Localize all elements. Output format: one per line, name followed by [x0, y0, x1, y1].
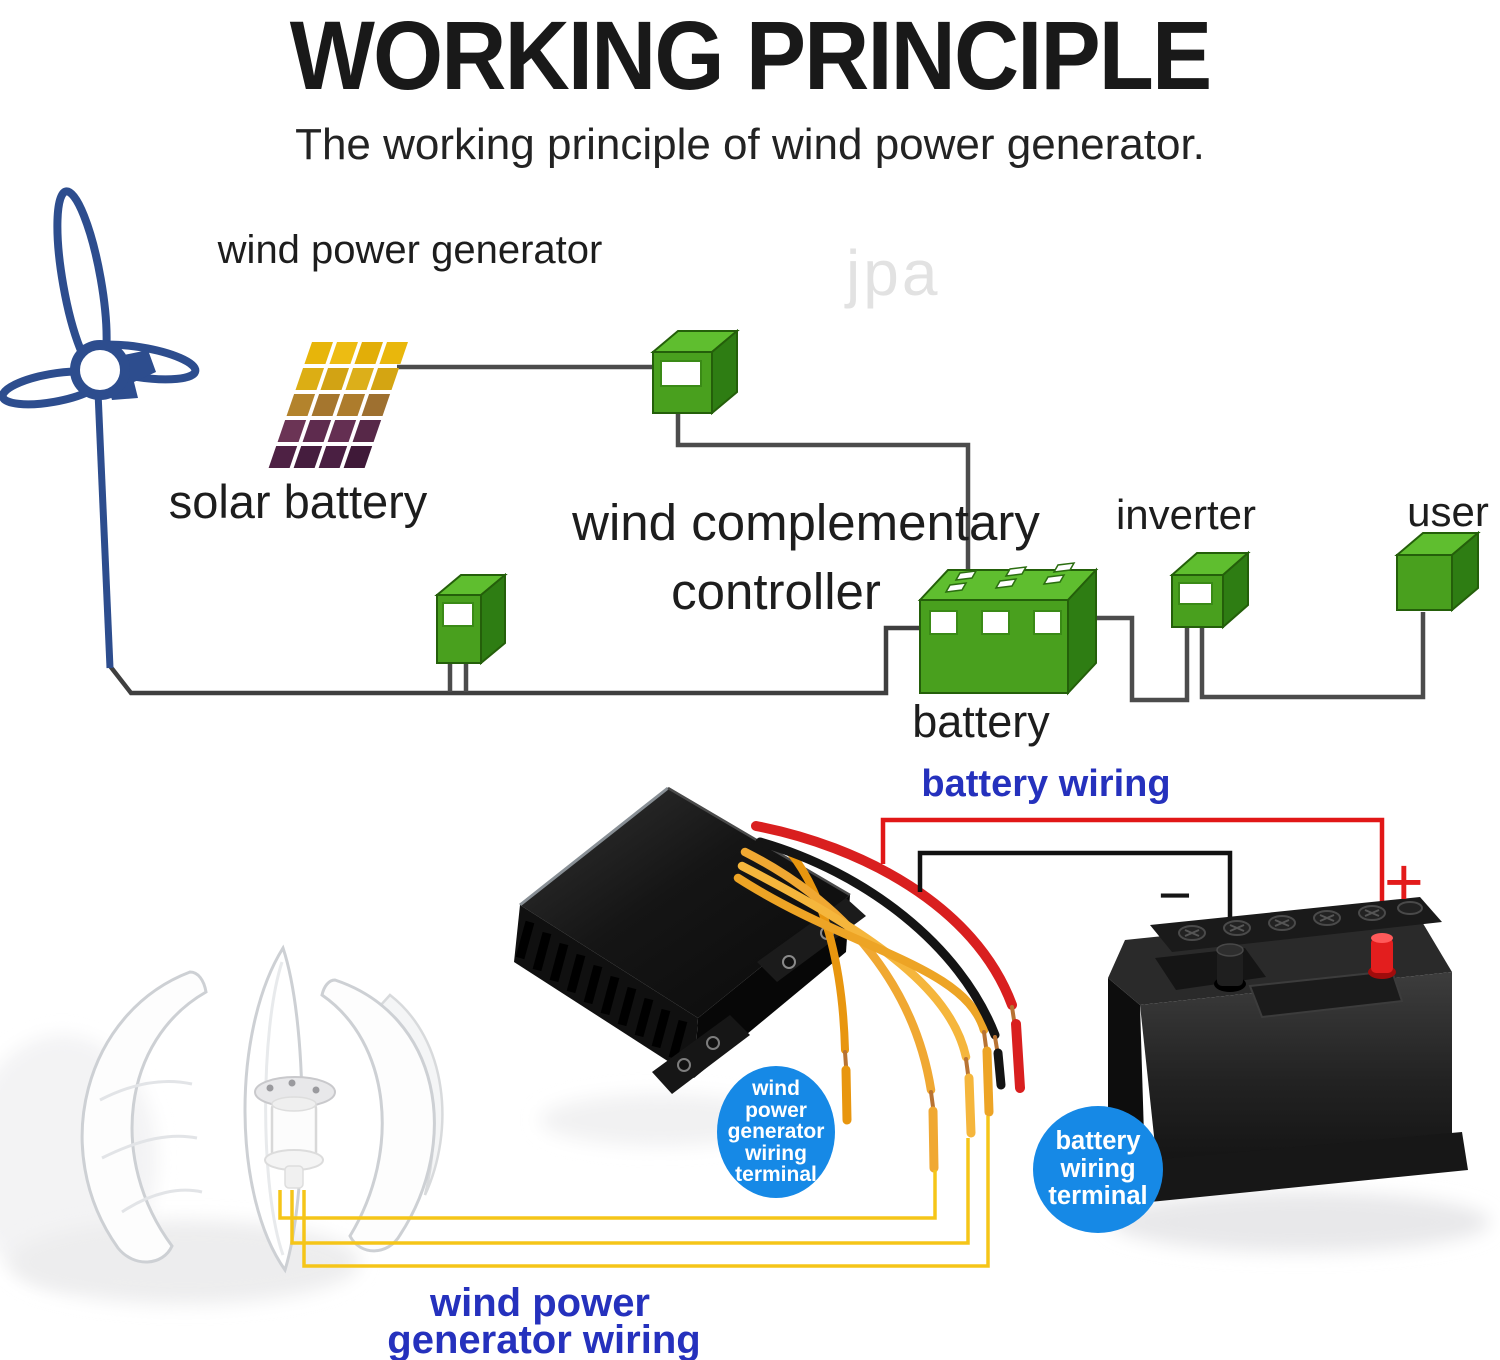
- solar-controller-box-icon: [650, 328, 740, 416]
- badge-line: wiring: [1060, 1154, 1136, 1183]
- wind-controller-box-icon: [434, 572, 508, 666]
- battery-caps: [1178, 901, 1423, 941]
- schematic-wires: [108, 364, 1426, 703]
- plus-symbol: +: [1384, 844, 1424, 920]
- badge-line: terminal: [735, 1163, 817, 1187]
- battery-wiring-label: battery wiring: [921, 763, 1171, 805]
- generator-wiring-lines: [278, 1116, 990, 1268]
- battery-wiring-terminal-badge: battery wiring terminal: [1033, 1106, 1163, 1233]
- solar-battery-label: solar battery: [168, 475, 428, 528]
- badge-line: generator: [727, 1120, 825, 1144]
- badge-line: wiring: [745, 1141, 807, 1165]
- car-battery-photo: [1108, 897, 1468, 1202]
- battery-label: battery: [912, 696, 1050, 747]
- battery-box-icon: [917, 562, 1099, 696]
- heatsink-fins: [515, 920, 688, 1060]
- charge-controller-photo: [514, 786, 866, 1094]
- generator-wiring-label-line1: wind power: [430, 1281, 650, 1325]
- wind-turbine-icon: [0, 187, 200, 669]
- solar-panel-icon: [268, 342, 408, 468]
- controller-label-line1: wind complementary: [572, 494, 1040, 551]
- inverter-label: inverter: [1115, 491, 1257, 538]
- negative-terminal: [1214, 943, 1246, 992]
- generator-wiring-label-line2: generator wiring: [387, 1318, 701, 1360]
- controller-wires: [733, 821, 1025, 1173]
- badge-line: terminal: [1048, 1182, 1148, 1211]
- wire-terminals: [841, 1005, 1025, 1173]
- watermark: jpa: [846, 237, 941, 309]
- badge-line: battery: [1055, 1127, 1141, 1156]
- badge-line: wind: [752, 1077, 800, 1101]
- generator-wiring-terminal-badge: wind power generator wiring terminal: [717, 1066, 835, 1198]
- wind-power-generator-label: wind power generator: [217, 228, 603, 272]
- user-label: user: [1407, 488, 1489, 535]
- vertical-wind-turbine-photo: [80, 944, 444, 1274]
- inverter-box-icon: [1169, 550, 1251, 630]
- battery-terminals: [944, 562, 1076, 593]
- controller-label-line2: controller: [671, 563, 881, 620]
- page-subtitle: The working principle of wind power gene…: [295, 120, 1205, 169]
- user-box-icon: [1394, 530, 1481, 613]
- badge-line: power: [745, 1098, 807, 1122]
- page-title: WORKING PRINCIPLE: [289, 1, 1212, 110]
- battery-wiring-lines: [880, 817, 1385, 950]
- minus-symbol: −: [1158, 863, 1192, 928]
- positive-terminal: [1368, 933, 1396, 979]
